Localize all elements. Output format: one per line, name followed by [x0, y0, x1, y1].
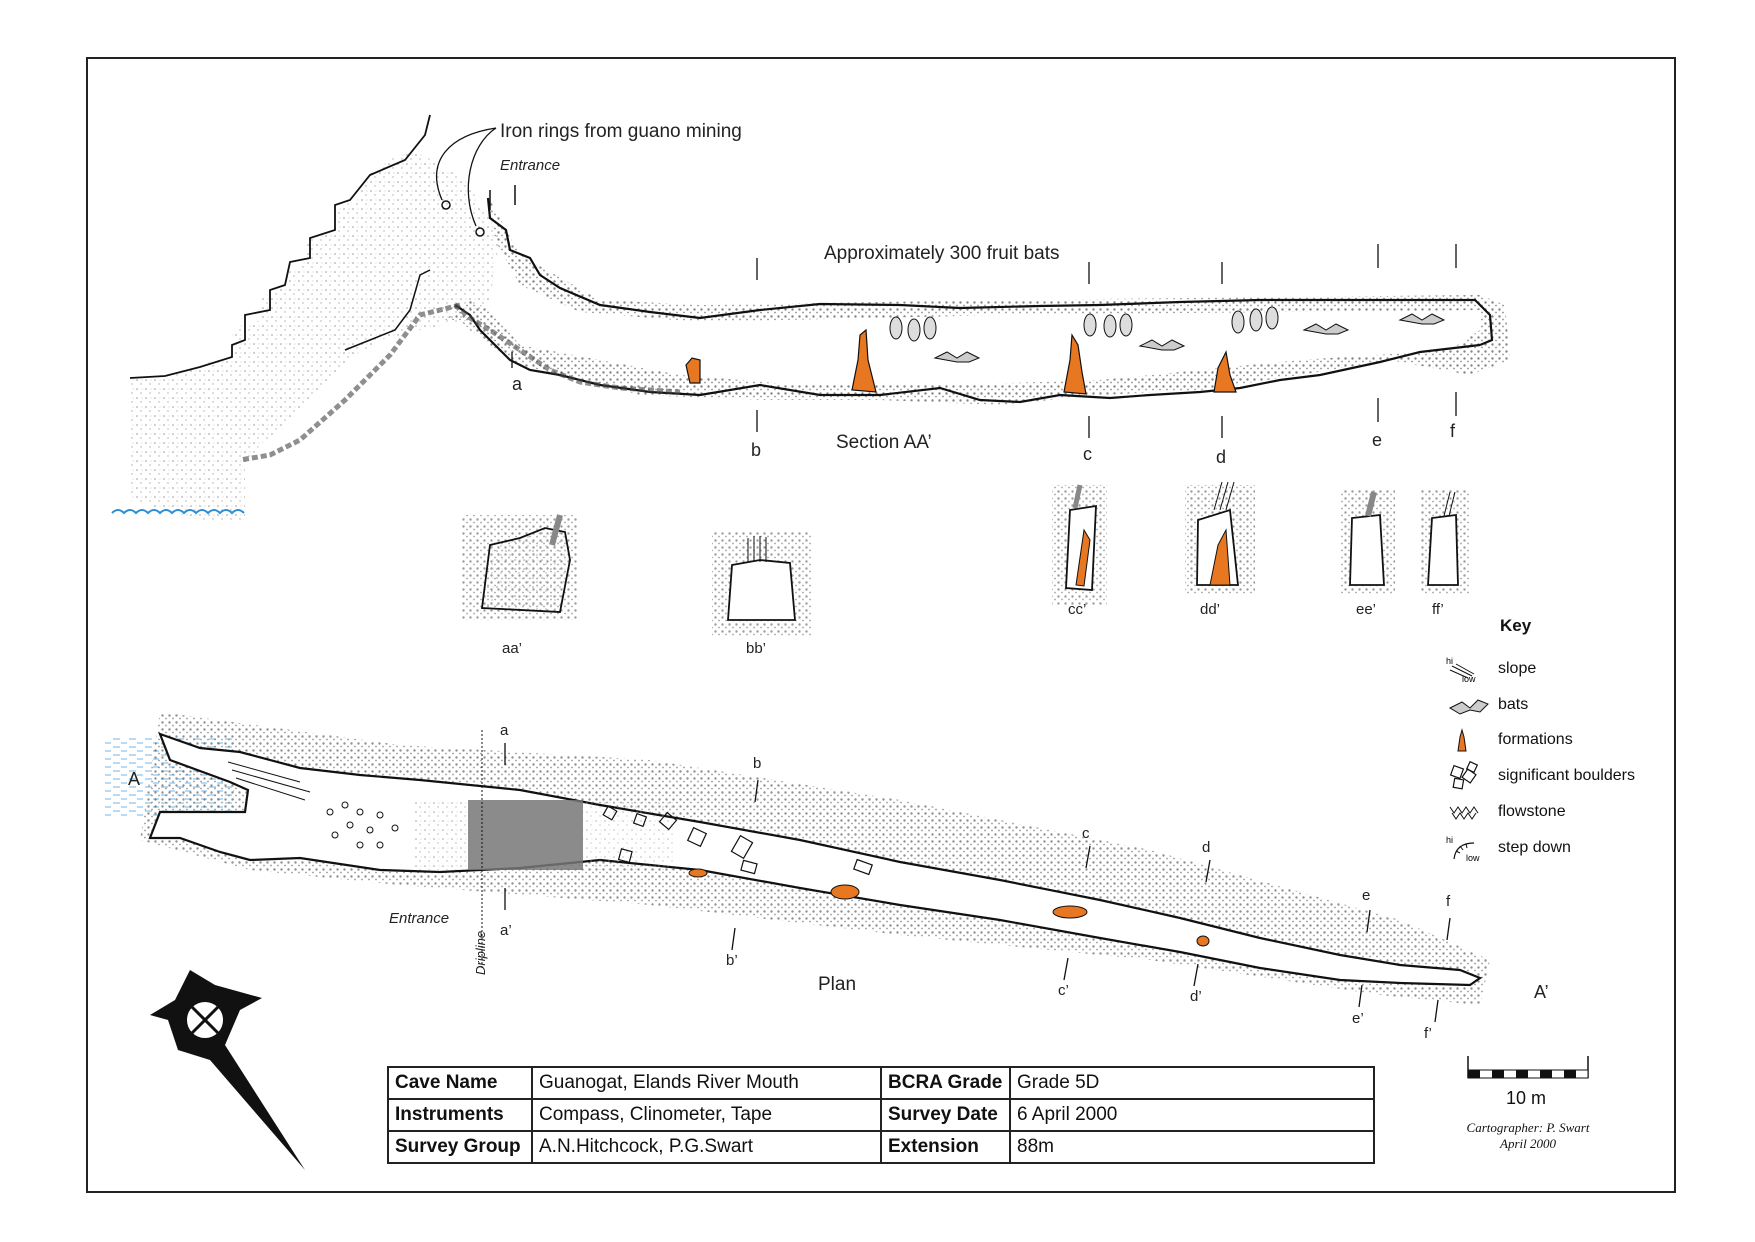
key-label-slope: slope [1498, 660, 1537, 677]
plan-A-prime-label: A’ [1534, 982, 1549, 1002]
svg-text:low: low [1462, 674, 1476, 684]
svg-text:hi: hi [1446, 656, 1453, 666]
key-label-step-down: step down [1498, 839, 1571, 856]
plan-formation-mark [688, 868, 708, 878]
key-item-formations: formations [1446, 725, 1676, 755]
key-label-boulders: significant boulders [1498, 767, 1635, 784]
section-view: Iron rings from guano mining Entrance Ap… [111, 114, 1510, 520]
plan-view: A A’ Plan Entrance Dripline a a’ b b’ c … [104, 712, 1549, 1042]
key-item-slope: hi low slope [1446, 654, 1676, 684]
iron-rings-label: Iron rings from guano mining [500, 121, 742, 142]
boulder-icon [1446, 760, 1496, 791]
formation-icon [1446, 725, 1496, 755]
scale-bar: 10 m [1466, 1052, 1596, 1108]
key-title: Key [1500, 616, 1532, 635]
key-item-bats: bats [1446, 690, 1676, 720]
cross-section-aa-label: aa’ [502, 640, 522, 657]
plan-formation-mark [830, 884, 860, 900]
plan-marker-c-prime: c’ [1058, 982, 1069, 999]
bat-icon [1446, 690, 1496, 720]
cross-section-bb-label: bb’ [746, 640, 766, 657]
plan-marker-d: d [1202, 839, 1210, 856]
cave-name-key: Cave Name [387, 1066, 533, 1100]
table-row: Survey Group A.N.Hitchcock, P.G.Swart Ex… [387, 1130, 1375, 1164]
fruit-bats-label: Approximately 300 fruit bats [824, 243, 1060, 264]
section-title: Section AA’ [836, 432, 932, 453]
plan-marker-a: a [500, 722, 509, 739]
cave-name-value: Guanogat, Elands River Mouth [531, 1066, 882, 1100]
plan-formation-mark [1196, 935, 1210, 947]
instruments-key: Instruments [387, 1098, 533, 1132]
instruments-value: Compass, Clinometer, Tape [531, 1098, 882, 1132]
hanging-bats-group [889, 306, 1279, 342]
section-marker-a: a [512, 374, 523, 394]
iron-ring-marker [441, 200, 451, 210]
cross-sections: aa’ bb’ cc’ dd’ ee’ ff’ [462, 481, 1470, 657]
plan-marker-a-prime: a’ [500, 922, 512, 939]
cartographer-credit: Cartographer: P. Swart April 2000 [1448, 1120, 1608, 1152]
plan-formation-mark [1052, 905, 1088, 919]
cartographer-date: April 2000 [1500, 1136, 1556, 1151]
north-arrow-icon [150, 970, 305, 1170]
cross-section-cc-label: cc’ [1068, 601, 1086, 618]
svg-text:hi: hi [1446, 835, 1453, 845]
flowstone-icon [1446, 797, 1496, 827]
section-marker-d: d [1216, 447, 1226, 467]
plan-marker-b: b [753, 755, 761, 772]
key-item-flowstone: flowstone [1446, 797, 1676, 827]
cross-section-dd-label: dd’ [1200, 601, 1220, 618]
iron-ring-marker [475, 227, 485, 237]
plan-marker-e-prime: e’ [1352, 1010, 1364, 1027]
cross-section-ff-label: ff’ [1432, 601, 1444, 618]
plan-marker-f-prime: f’ [1424, 1025, 1432, 1042]
plan-marker-c: c [1082, 825, 1090, 842]
key-item-step-down: hi low step down [1446, 833, 1676, 863]
plan-title: Plan [818, 974, 856, 995]
key-label-bats: bats [1498, 696, 1529, 713]
section-marker-f: f [1450, 421, 1456, 441]
cartographer-name: Cartographer: P. Swart [1466, 1120, 1590, 1135]
survey-date-value: 6 April 2000 [1009, 1098, 1375, 1132]
slope-icon: hi low [1446, 654, 1496, 684]
entrance-label-plan: Entrance [389, 910, 449, 927]
bcra-grade-key: BCRA Grade [880, 1066, 1011, 1100]
section-marker-b: b [751, 440, 761, 460]
table-row: Cave Name Guanogat, Elands River Mouth B… [387, 1066, 1375, 1100]
plan-marker-e: e [1362, 887, 1370, 904]
survey-group-key: Survey Group [387, 1130, 533, 1164]
key-label-formations: formations [1498, 731, 1573, 748]
extension-key: Extension [880, 1130, 1011, 1164]
plan-marker-d-prime: d’ [1190, 988, 1202, 1005]
svg-text:low: low [1466, 853, 1480, 863]
cross-section-ee-label: ee’ [1356, 601, 1376, 618]
key-item-boulders: significant boulders [1446, 760, 1676, 791]
formation-mark [1063, 333, 1087, 395]
entrance-label-section: Entrance [500, 157, 560, 174]
extension-value: 88m [1009, 1130, 1375, 1164]
plan-A-label: A [128, 769, 140, 789]
formation-mark [685, 357, 701, 384]
survey-group-value: A.N.Hitchcock, P.G.Swart [531, 1130, 882, 1164]
key-label-flowstone: flowstone [1498, 803, 1566, 820]
dripline-label: Dripline [473, 931, 488, 975]
formation-mark [1213, 350, 1237, 393]
survey-info-table: Cave Name Guanogat, Elands River Mouth B… [387, 1066, 1375, 1164]
scale-label: 10 m [1506, 1088, 1547, 1108]
map-frame [86, 57, 1676, 1193]
section-marker-e: e [1372, 430, 1382, 450]
formation-mark [851, 328, 877, 393]
plan-marker-f: f [1446, 893, 1451, 910]
section-marker-c: c [1083, 444, 1092, 464]
flying-bats-group [933, 313, 1446, 363]
plan-marker-b-prime: b’ [726, 952, 738, 969]
bcra-grade-value: Grade 5D [1009, 1066, 1375, 1100]
table-row: Instruments Compass, Clinometer, Tape Su… [387, 1098, 1375, 1132]
survey-date-key: Survey Date [880, 1098, 1011, 1132]
step-down-icon: hi low [1446, 833, 1496, 863]
